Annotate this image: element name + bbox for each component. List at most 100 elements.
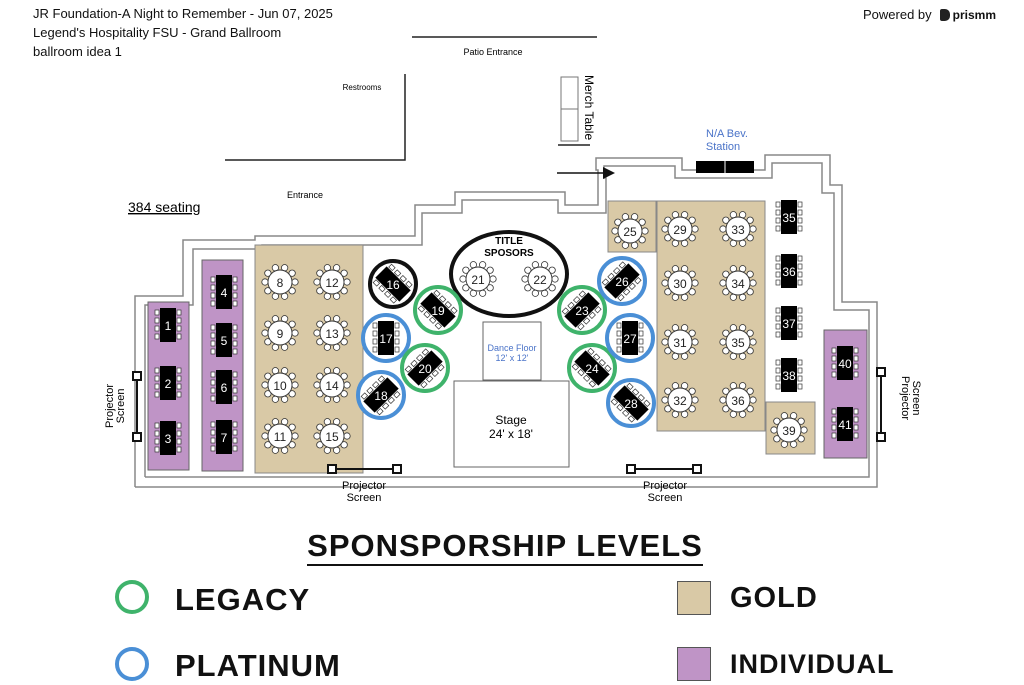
chair <box>264 372 272 380</box>
sponsor-table-16[interactable]: 16 <box>368 259 418 309</box>
rect-table-40[interactable]: 40 <box>831 346 859 380</box>
sponsor-table-28[interactable]: 28 <box>606 378 656 428</box>
round-table-32[interactable]: 32 <box>661 382 699 418</box>
chair <box>722 288 730 296</box>
svg-text:Screen: Screen <box>648 492 683 504</box>
round-table-9[interactable]: 9 <box>261 315 299 351</box>
round-table-15[interactable]: 15 <box>313 418 351 454</box>
chair <box>853 363 859 370</box>
chair <box>749 279 757 287</box>
sponsor-table-17[interactable]: 17 <box>361 313 411 363</box>
table-number: 3 <box>165 432 172 446</box>
chair <box>577 368 585 377</box>
chair <box>583 374 591 382</box>
projector-screen-left: Projector Screen <box>104 371 142 442</box>
table-top <box>781 200 797 234</box>
round-table-22[interactable]: 22 <box>521 261 559 297</box>
sponsor-table-19[interactable]: 19 <box>413 285 463 335</box>
rect-table-1[interactable]: 1 <box>154 308 182 342</box>
round-table-21[interactable]: 21 <box>459 261 497 297</box>
chair <box>588 380 597 388</box>
chair <box>664 387 672 395</box>
dance-floor-label-2: 12' x 12' <box>496 353 529 363</box>
table-number: 1 <box>165 319 172 333</box>
round-table-10[interactable]: 10 <box>261 367 299 403</box>
chair <box>770 426 778 434</box>
table-top <box>527 266 553 292</box>
table-top <box>837 346 853 380</box>
round-table-33[interactable]: 33 <box>719 211 757 247</box>
chair <box>417 305 426 313</box>
table-number: 29 <box>673 223 687 237</box>
table-number: 36 <box>782 265 796 279</box>
chair <box>775 201 781 208</box>
chair <box>616 403 624 412</box>
title-sponsors-label-1: TITLE <box>495 236 523 247</box>
rect-table-3[interactable]: 3 <box>154 421 182 455</box>
round-table-29[interactable]: 29 <box>661 211 699 247</box>
chair <box>797 255 803 262</box>
rect-table-2[interactable]: 2 <box>154 366 182 400</box>
chair <box>394 346 400 353</box>
round-table-14[interactable]: 14 <box>313 367 351 403</box>
chair <box>423 310 431 319</box>
rect-table-35[interactable]: 35 <box>775 200 803 234</box>
chair <box>664 234 672 242</box>
table-number: 16 <box>386 278 400 292</box>
chair <box>486 284 494 292</box>
rect-table-41[interactable]: 41 <box>831 407 859 441</box>
rect-table-7[interactable]: 7 <box>210 420 238 454</box>
sponsor-table-23[interactable]: 23 <box>557 285 607 335</box>
round-table-8[interactable]: 8 <box>261 264 299 300</box>
round-table-34[interactable]: 34 <box>719 265 757 301</box>
round-table-25[interactable]: 25 <box>611 213 649 249</box>
chair <box>372 338 378 345</box>
round-table-39[interactable]: 39 <box>770 412 808 448</box>
round-table-31[interactable]: 31 <box>661 324 699 360</box>
table-number: 10 <box>273 379 287 393</box>
chair <box>664 405 672 413</box>
sponsor-table-26[interactable]: 26 <box>597 256 647 306</box>
table-top <box>216 275 232 309</box>
rect-table-36[interactable]: 36 <box>775 254 803 288</box>
round-table-30[interactable]: 30 <box>661 265 699 301</box>
rect-table-6[interactable]: 6 <box>210 370 238 404</box>
chair <box>261 432 269 440</box>
round-table-35[interactable]: 35 <box>719 324 757 360</box>
chair <box>661 338 669 346</box>
sponsor-table-27[interactable]: 27 <box>605 313 655 363</box>
sponsor-table-20[interactable]: 20 <box>400 343 450 393</box>
rect-table-5[interactable]: 5 <box>210 323 238 357</box>
chair <box>372 322 378 329</box>
sponsor-table-24[interactable]: 24 <box>567 343 617 393</box>
chair <box>616 322 622 329</box>
rect-table-4[interactable]: 4 <box>210 275 238 309</box>
projector-screen-bottom-left: Projector Screen <box>327 464 402 504</box>
table-top <box>319 423 345 449</box>
chair <box>264 423 272 431</box>
platinum-swatch <box>115 647 149 681</box>
chair <box>264 269 272 277</box>
sponsor-table-18[interactable]: 18 <box>356 370 406 420</box>
table-number: 39 <box>782 424 796 438</box>
chair <box>775 323 781 330</box>
chair <box>664 347 672 355</box>
round-table-11[interactable]: 11 <box>261 418 299 454</box>
chair <box>614 218 622 226</box>
chair <box>210 348 216 355</box>
chair <box>638 322 644 329</box>
powered-by[interactable]: Powered by prismm <box>863 7 996 22</box>
rect-table-38[interactable]: 38 <box>775 358 803 392</box>
round-table-12[interactable]: 12 <box>313 264 351 300</box>
stage-label-2: 24' x 18' <box>489 427 533 441</box>
round-table-36[interactable]: 36 <box>719 382 757 418</box>
table-number: 23 <box>575 304 589 318</box>
rect-table-37[interactable]: 37 <box>775 306 803 340</box>
chair <box>210 300 216 307</box>
chair <box>399 275 407 283</box>
chair <box>438 295 447 303</box>
round-table-13[interactable]: 13 <box>313 315 351 351</box>
table-top <box>160 308 176 342</box>
chair <box>444 301 452 309</box>
chair <box>722 270 730 278</box>
